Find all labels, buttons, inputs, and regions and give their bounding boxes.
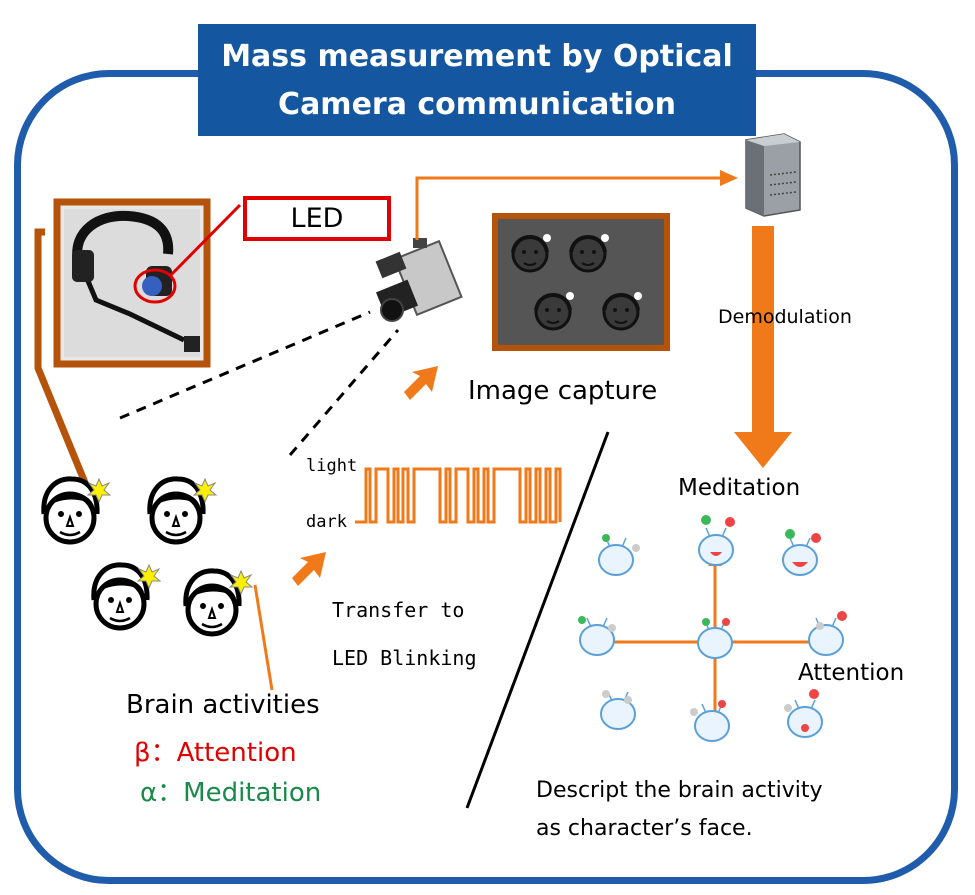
meditation-axis-label: Meditation <box>678 475 801 501</box>
dashed-view-line <box>119 310 371 420</box>
transfer-label-line-2: LED Blinking <box>332 646 477 670</box>
title-line-1: Mass measurement by Optical <box>221 39 733 74</box>
character-face-icon <box>782 529 821 576</box>
server-icon <box>745 133 801 217</box>
image-capture-label: Image capture <box>468 376 658 406</box>
beta-attention-label: β：Attention <box>134 738 297 768</box>
brain-wave-face-icon <box>94 565 160 628</box>
alpha-meditation-label: α：Meditation <box>140 778 322 808</box>
character-face-icon <box>697 618 733 659</box>
led-label: LED <box>243 196 391 241</box>
brain-wave-face-icon <box>186 571 252 634</box>
character-face-icon <box>690 700 730 742</box>
title-banner: Mass measurement by Optical Camera commu… <box>198 24 756 136</box>
character-face-icon <box>698 515 735 566</box>
character-face-icon <box>600 690 636 730</box>
arrowhead-icon <box>720 170 738 186</box>
demodulation-arrow-icon <box>734 226 792 468</box>
headset-photo <box>53 198 242 368</box>
dark-label: dark <box>306 512 347 532</box>
attention-axis-label: Attention <box>798 660 905 686</box>
brain-wave-face-icon <box>44 479 110 542</box>
orange-arrow-icon <box>404 366 438 400</box>
dashed-view-line <box>288 329 400 456</box>
connector-line <box>34 228 92 492</box>
character-face-icon <box>598 534 640 576</box>
character-face-icon <box>784 689 823 738</box>
character-face-icon <box>808 611 847 656</box>
video-camera-icon <box>375 238 463 322</box>
demodulation-label: Demodulation <box>718 306 852 328</box>
describe-label-line-2: as character’s face. <box>536 816 753 841</box>
title-line-2: Camera communication <box>278 87 676 122</box>
pointer-line <box>253 584 274 691</box>
describe-label-line-1: Descript the brain activity <box>536 778 823 803</box>
led-blink-waveform <box>355 467 562 524</box>
image-capture-screen <box>492 213 670 351</box>
light-label: light <box>306 456 358 476</box>
character-face-icon <box>578 616 616 656</box>
camera-to-server-line <box>415 176 722 240</box>
orange-arrow-icon <box>292 552 326 586</box>
brain-wave-face-icon <box>150 479 216 542</box>
divider-line <box>465 431 610 809</box>
transfer-label-line-1: Transfer to <box>332 598 465 622</box>
brain-activities-label: Brain activities <box>126 690 320 720</box>
